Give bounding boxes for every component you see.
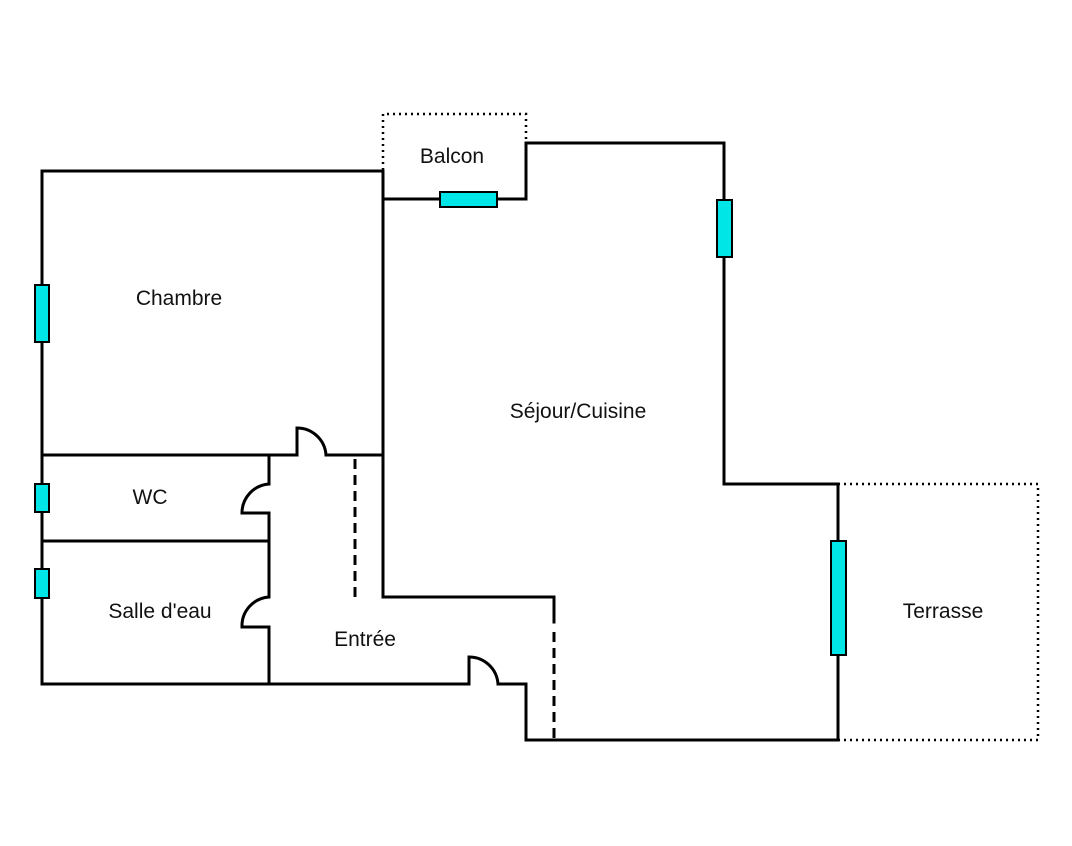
window-salle-deau <box>34 568 50 599</box>
room-label-entree: Entrée <box>334 628 396 651</box>
door-entree <box>467 655 500 685</box>
window-terrasse <box>830 540 847 656</box>
room-label-terrasse: Terrasse <box>903 600 984 623</box>
room-label-chambre: Chambre <box>136 287 222 310</box>
balcony-outline <box>381 112 528 170</box>
room-label-wc: WC <box>133 486 168 509</box>
room-label-salle-deau: Salle d'eau <box>108 600 211 623</box>
door-chambre <box>295 426 328 456</box>
window-chambre <box>34 284 50 343</box>
window-sejour-right <box>716 199 733 258</box>
room-label-sejour-cuisine: Séjour/Cuisine <box>510 400 647 423</box>
door-wc <box>240 482 270 515</box>
wall-chambre-outer <box>40 169 385 686</box>
room-label-balcon: Balcon <box>420 145 484 168</box>
wall-entree-sejour <box>381 595 556 624</box>
door-salle-deau <box>240 595 270 629</box>
wall-balcony-junction <box>381 141 840 742</box>
window-wc <box>34 483 50 513</box>
window-balcony <box>439 191 498 208</box>
